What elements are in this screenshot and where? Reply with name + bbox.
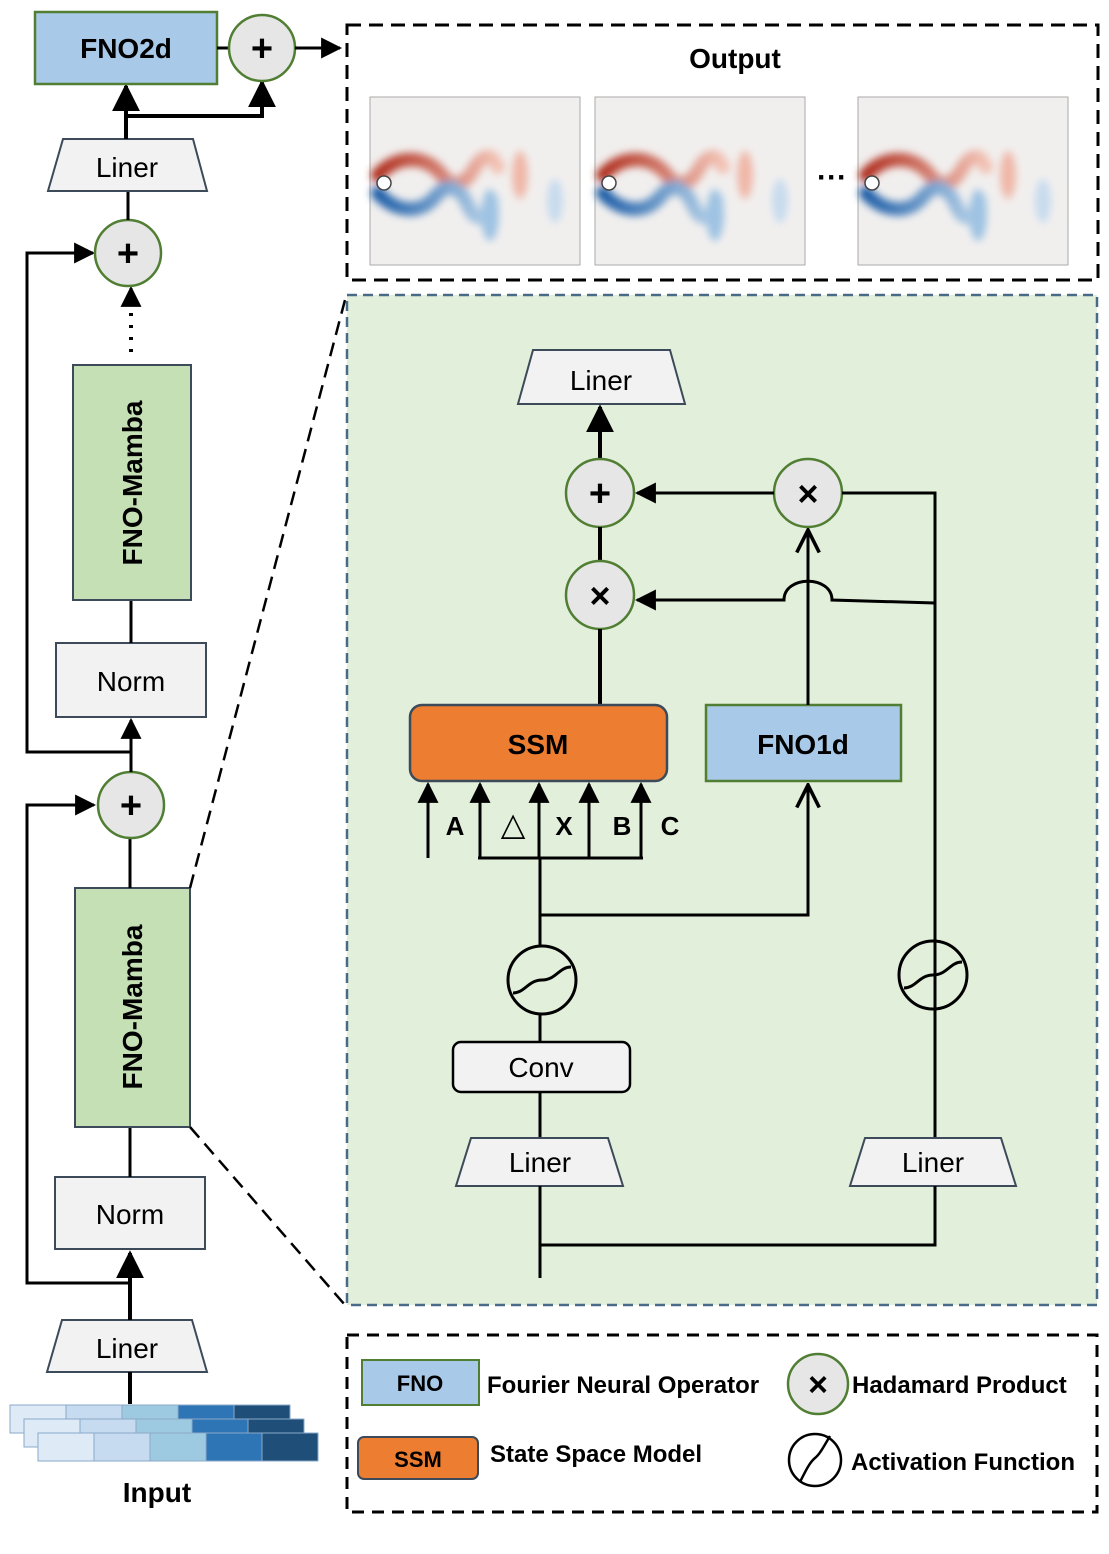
zoom-guide-top [188, 299, 347, 889]
output-frame-1 [370, 97, 580, 265]
output-ellipsis: ··· [817, 161, 847, 194]
activation-right-icon [897, 939, 969, 1011]
detail-liner-top-box [516, 349, 687, 405]
fno-mamba-lower-label: FNO-Mamba [117, 924, 148, 1089]
fno-mamba-upper-label: FNO-Mamba [117, 400, 148, 565]
output-title: Output [689, 43, 781, 74]
detail-add-symbol: + [589, 473, 611, 515]
skip-to-output-add [126, 79, 276, 118]
link-input-right-liner [540, 1186, 937, 1247]
activation-left-icon [506, 944, 578, 1016]
legend-ssm-desc: State Space Model [490, 1441, 702, 1468]
ssm-param-c: C [661, 811, 680, 841]
norm-lower-box [54, 1176, 206, 1250]
fno2d-label: FNO2d [80, 33, 172, 64]
fno1d-label: FNO1d [757, 729, 849, 760]
ssm-param-x: X [555, 811, 573, 841]
link-act-fno1d [540, 785, 808, 917]
zoom-guide-bottom [189, 1126, 346, 1306]
detail-gate-symbol: × [589, 575, 610, 616]
detail-liner-left-box [454, 1137, 625, 1187]
ssm-box [408, 703, 669, 783]
left-column: Input Liner Norm FNO-Mamba + Norm FNO-Ma… [9, 10, 343, 1508]
legend-activation-desc: Activation Function [851, 1449, 1075, 1476]
liner-top-box [46, 138, 209, 192]
norm-upper-label: Norm [97, 666, 165, 697]
add-upper-symbol: + [117, 233, 139, 275]
detail-liner-left-label: Liner [509, 1147, 571, 1178]
legend-fno-desc: Fourier Neural Operator [487, 1372, 759, 1399]
legend-hadamard-icon [786, 1352, 850, 1416]
fno1d-box [704, 703, 903, 783]
conv-label: Conv [508, 1052, 573, 1083]
detail-liner-right-box [848, 1137, 1018, 1187]
norm-upper-box [55, 642, 207, 718]
detail-liner-top-label: Liner [570, 365, 632, 396]
liner-bottom-box [45, 1319, 209, 1373]
output-frame-3 [858, 97, 1068, 265]
legend-fno-swatch-label: FNO [397, 1371, 443, 1396]
legend-fno-swatch [361, 1359, 480, 1406]
detail-liner-right-label: Liner [902, 1147, 964, 1178]
ssm-param-delta: △ [501, 806, 526, 842]
ssm-param-b: B [613, 811, 632, 841]
input-tensor-icon [9, 1404, 319, 1462]
residual-upper [25, 242, 131, 754]
add-output-symbol: + [251, 28, 273, 70]
liner-bottom-label: Liner [96, 1333, 158, 1364]
fno-mamba-lower-box [74, 887, 191, 1128]
legend-hadamard-symbol: × [808, 1366, 828, 1404]
output-frame-2 [595, 97, 805, 265]
output-panel: Output ··· [345, 23, 1100, 282]
add-lower-symbol: + [120, 785, 142, 827]
legend-activation-icon [787, 1432, 843, 1488]
detail-hadamard-symbol: × [797, 473, 818, 514]
residual-lower [25, 794, 130, 1285]
liner-top-label: Liner [96, 152, 158, 183]
legend-ssm-swatch [357, 1436, 479, 1480]
fno-mamba-upper-box [72, 364, 192, 601]
input-label: Input [123, 1477, 191, 1508]
norm-lower-label: Norm [96, 1199, 164, 1230]
ssm-label: SSM [508, 729, 569, 760]
fno2d-box [33, 10, 219, 86]
ssm-param-a: A [446, 811, 465, 841]
legend-hadamard-desc: Hadamard Product [852, 1372, 1067, 1399]
legend-panel: FNO Fourier Neural Operator × Hadamard P… [345, 1333, 1099, 1514]
legend-ssm-swatch-label: SSM [394, 1447, 442, 1472]
link-right-branch-hadamard [842, 491, 937, 1010]
fno-mamba-detail-panel: Liner + × × FNO1d SSM A △ X [345, 293, 1099, 1307]
